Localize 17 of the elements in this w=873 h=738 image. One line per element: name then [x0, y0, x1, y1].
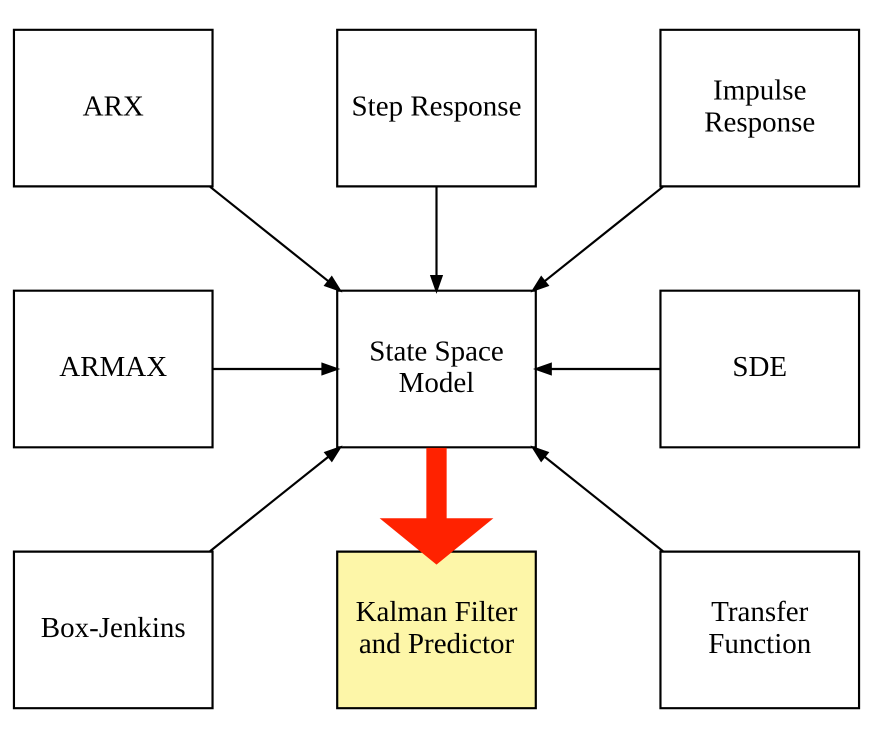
node-box: Step Response [336, 28, 537, 188]
arrow [213, 362, 340, 376]
arrow [209, 186, 342, 292]
arrow [530, 186, 664, 292]
arrow [532, 362, 660, 376]
node-box: ARMAX [12, 290, 214, 448]
arrow [530, 445, 664, 552]
node-box: Kalman Filter and Predictor [336, 550, 537, 710]
node-box: ARX [12, 28, 214, 188]
arrow [209, 445, 343, 552]
node-box: Impulse Response [659, 28, 860, 188]
arrow [380, 448, 494, 565]
node-box: State Space Model [336, 290, 537, 448]
node-box: Transfer Function [659, 550, 860, 710]
node-box: SDE [659, 290, 860, 448]
arrow [430, 186, 444, 294]
node-box: Box-Jenkins [12, 550, 214, 710]
